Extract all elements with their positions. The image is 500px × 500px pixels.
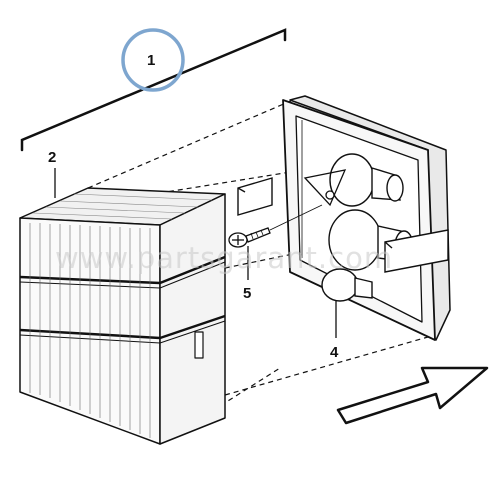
callout-2-label: 2 (48, 149, 56, 166)
screw-axis-line (269, 204, 323, 231)
bulb-lower[interactable] (321, 268, 373, 302)
callout-5-label: 5 (243, 285, 251, 302)
callout-1-label: 1 (147, 52, 155, 69)
mounting-clip-right[interactable] (384, 229, 449, 273)
lens-cover-slot (194, 331, 204, 359)
bulb-upper[interactable] (329, 153, 404, 207)
callout-1-highlight-circle[interactable] (121, 28, 185, 92)
callout-4-label: 4 (330, 344, 339, 361)
watermark-text: www.partsgarant.com (55, 241, 393, 275)
lens-cover-side-face (159, 193, 226, 445)
mounting-clip-left[interactable] (237, 177, 273, 216)
lens-cover[interactable] (19, 187, 226, 445)
direction-arrow-icon (336, 366, 489, 425)
screw[interactable] (228, 227, 271, 248)
assembly-bracket (20, 28, 287, 152)
screw-hole-bracket (303, 169, 347, 207)
